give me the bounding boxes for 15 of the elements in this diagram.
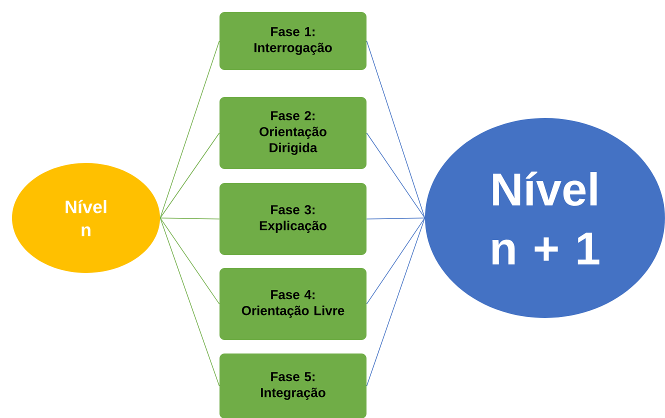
phase-box: Fase 2: Orientação Dirigida: [220, 97, 366, 169]
phase-box: Fase 3: Explicação: [220, 183, 366, 255]
connector-line: [160, 40, 220, 218]
connector-line: [366, 218, 426, 304]
connector-line: [160, 132, 220, 218]
connector-line: [366, 218, 426, 386]
phase-box: Fase 4: Orientação Livre: [220, 268, 366, 340]
connector-line: [366, 40, 426, 218]
phase-box: Fase 1: Interrogação: [220, 12, 366, 70]
connector-line: [366, 218, 426, 220]
connector-line: [160, 218, 220, 304]
phase-box: Fase 5: Integração: [220, 353, 366, 418]
connector-line: [366, 132, 426, 218]
connector-line: [160, 218, 220, 220]
connector-line: [160, 218, 220, 386]
